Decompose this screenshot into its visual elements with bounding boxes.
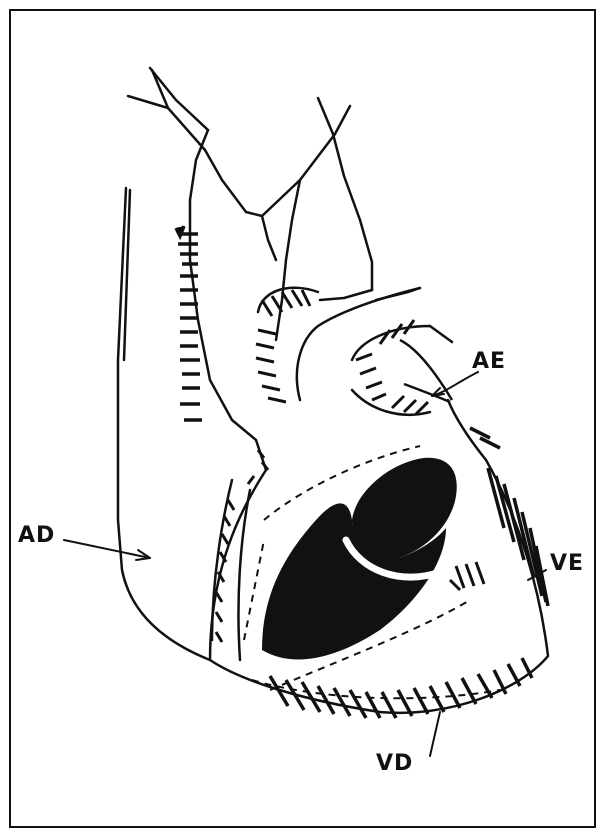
trabeculae-hatching	[450, 562, 484, 590]
label-ve: VE	[550, 551, 584, 576]
vd-leader-line	[430, 712, 440, 756]
aortic-arch	[128, 68, 372, 470]
pulmonary-trunk	[258, 288, 452, 415]
right-ventricle-wall-hatching	[270, 658, 532, 718]
left-atrium	[400, 340, 452, 402]
label-ae: AE	[472, 349, 506, 374]
label-ad: AD	[18, 523, 55, 548]
ae-leader-line	[432, 372, 478, 396]
right-atrium-wall	[118, 188, 210, 660]
label-vd: VD	[376, 751, 413, 776]
ad-leader-line	[64, 540, 150, 558]
